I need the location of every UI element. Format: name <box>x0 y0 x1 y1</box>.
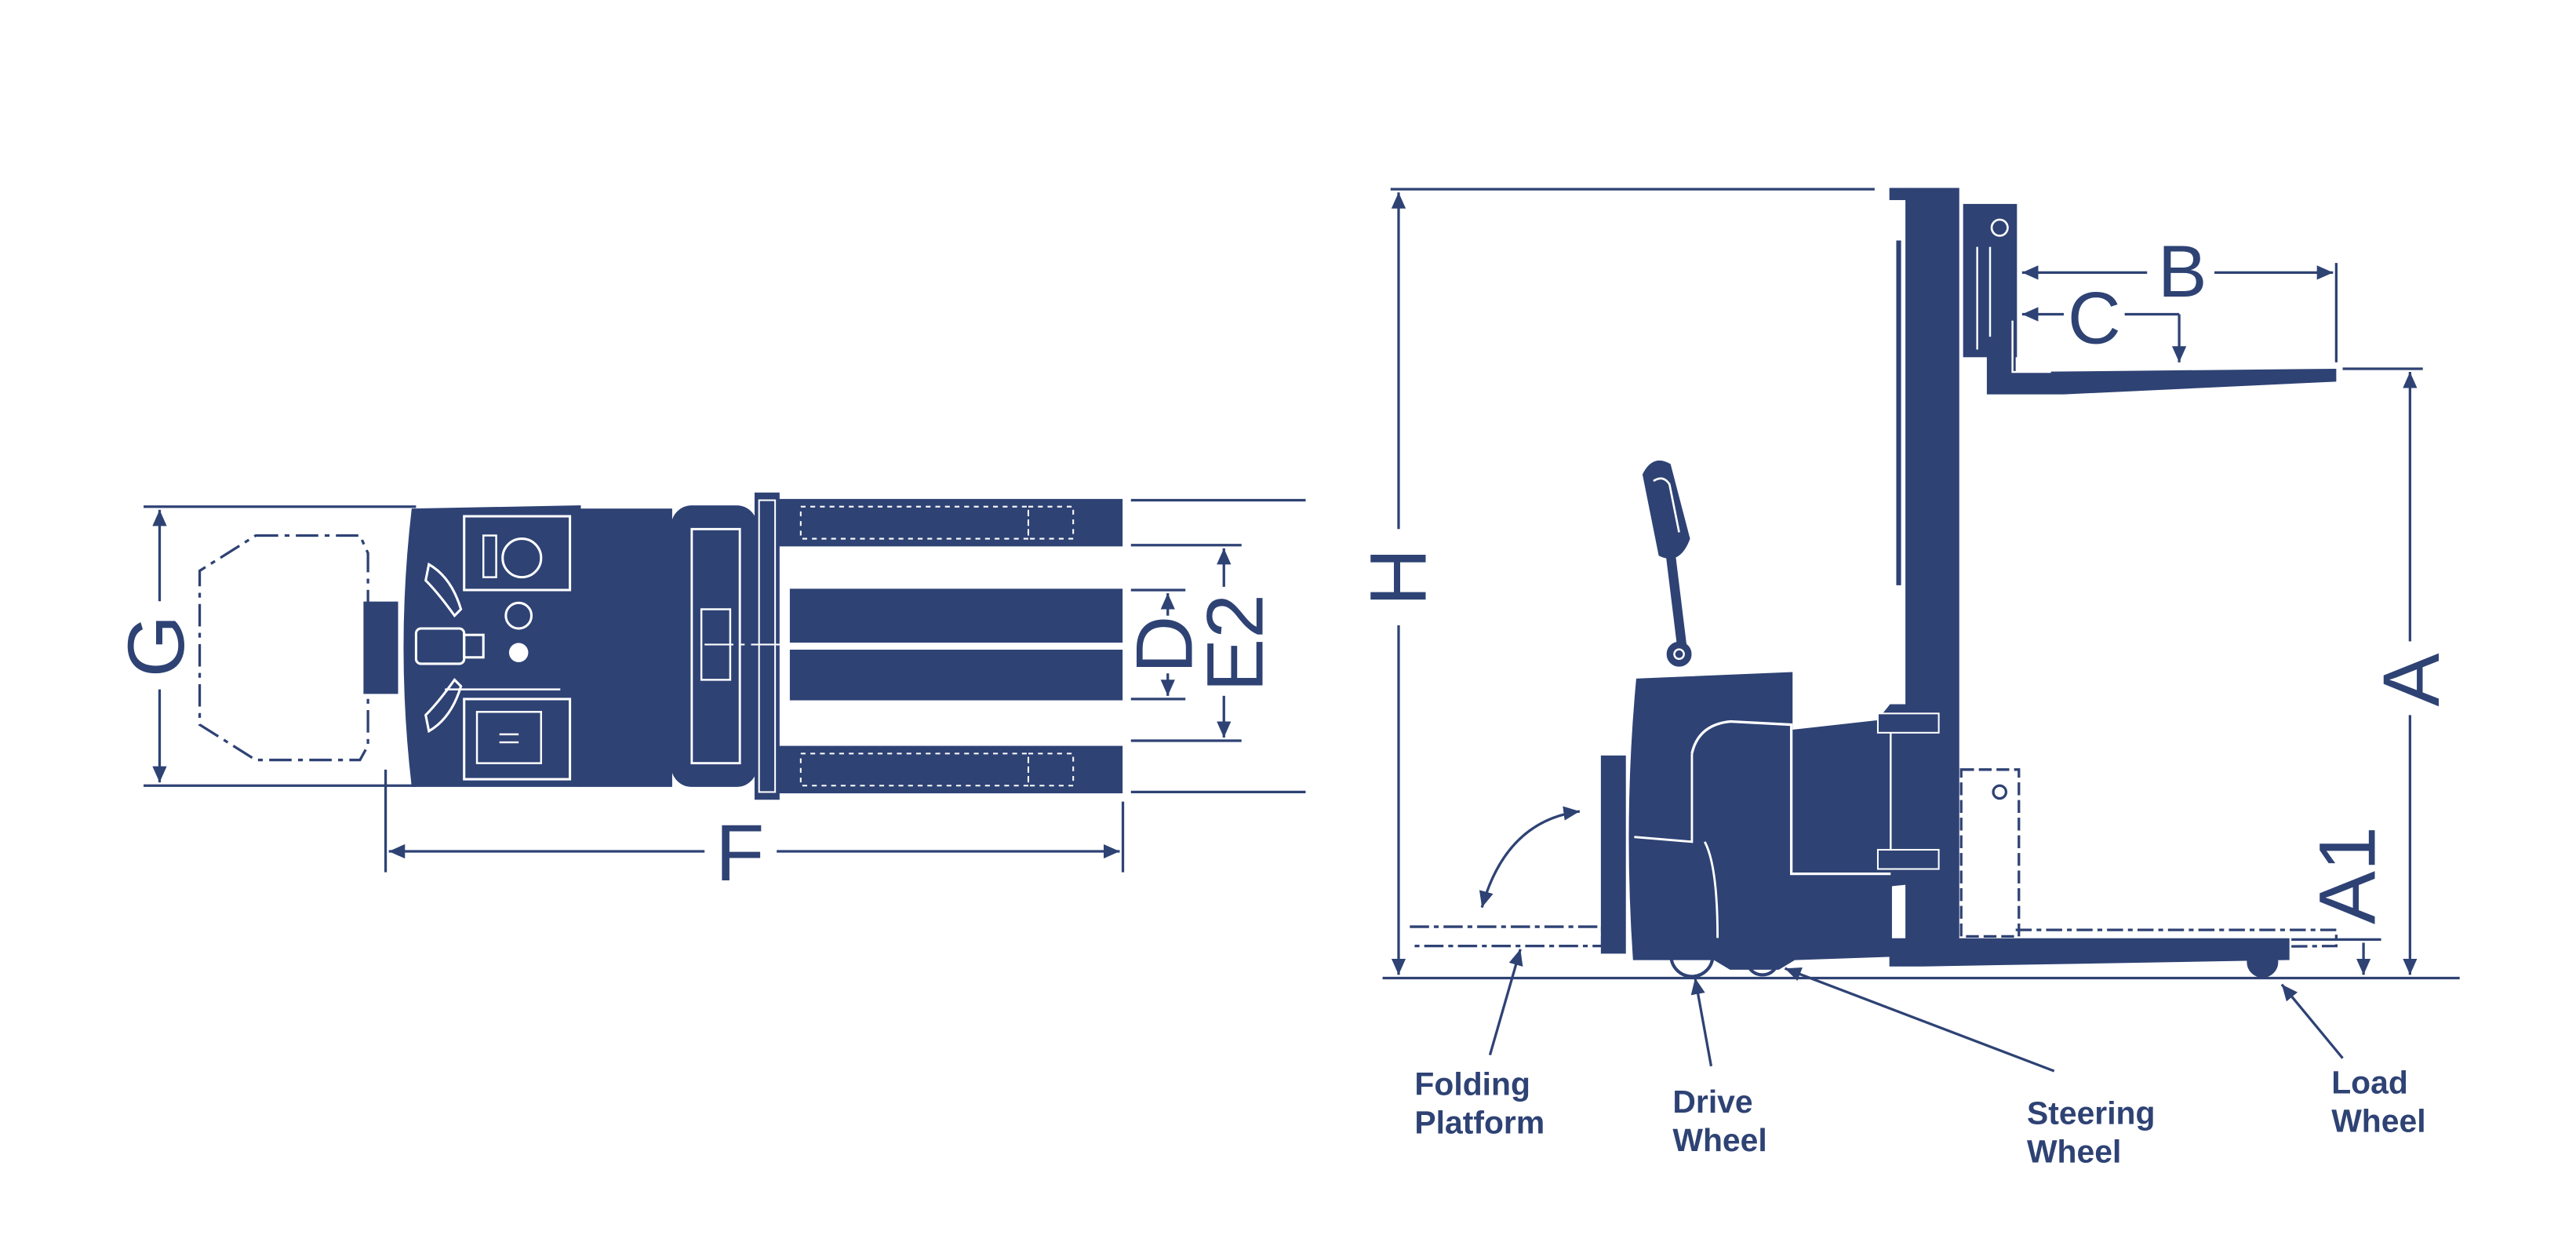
svg-text:Wheel: Wheel <box>2331 1103 2425 1139</box>
top-view <box>144 492 1306 873</box>
folding-platform <box>1410 755 1626 954</box>
svg-text:Folding: Folding <box>1414 1066 1530 1102</box>
svg-text:Platform: Platform <box>1414 1105 1545 1141</box>
label-a: A <box>2367 653 2456 706</box>
mast-top <box>671 505 758 787</box>
truck-body-top <box>403 505 581 787</box>
folded-platform-outline <box>198 534 369 762</box>
tiller-handle-top <box>414 562 485 734</box>
dimension-h <box>1390 188 1875 975</box>
label-d: D <box>1119 616 1209 674</box>
battery-compartment <box>580 508 672 787</box>
callout-folding-platform: Folding Platform <box>1414 1066 1545 1141</box>
callout-steering-wheel: Steering Wheel <box>2027 1095 2155 1169</box>
side-view <box>1382 188 2460 1073</box>
label-h: H <box>1354 548 1443 607</box>
label-b: B <box>2158 230 2207 312</box>
svg-text:Load: Load <box>2331 1065 2408 1101</box>
callout-load-wheel: Load Wheel <box>2331 1065 2425 1139</box>
label-a1: A1 <box>2302 826 2392 924</box>
steering-wheel-side <box>1745 941 1781 977</box>
truck-body-side <box>1628 672 1924 970</box>
svg-text:Drive: Drive <box>1672 1084 1752 1120</box>
svg-text:Wheel: Wheel <box>1672 1122 1766 1158</box>
fork-carriage-raised <box>1963 203 2337 395</box>
base-leg <box>1889 938 2290 967</box>
outer-leg-right <box>777 745 1123 794</box>
dimension-d-e2 <box>1130 498 1306 794</box>
inner-fork-left <box>789 588 1123 643</box>
callout-drive-wheel: Drive Wheel <box>1672 1084 1766 1158</box>
dimension-g <box>144 505 417 787</box>
svg-text:Wheel: Wheel <box>2027 1133 2121 1169</box>
tiller-side <box>1642 460 1692 667</box>
label-c: C <box>2068 276 2121 359</box>
load-wheel <box>2247 945 2279 978</box>
inner-fork-right <box>789 649 1123 701</box>
drive-wheel <box>1669 933 1715 978</box>
platform-mount <box>363 601 398 694</box>
fork-lowered <box>1959 768 2338 951</box>
label-g: G <box>111 615 201 677</box>
dimension-f <box>384 769 1125 873</box>
label-f: F <box>715 808 764 898</box>
svg-text:Steering: Steering <box>2027 1095 2155 1131</box>
outer-leg-left <box>777 498 1123 547</box>
label-e2: E2 <box>1190 594 1279 692</box>
dimension-b-c <box>2021 263 2338 363</box>
